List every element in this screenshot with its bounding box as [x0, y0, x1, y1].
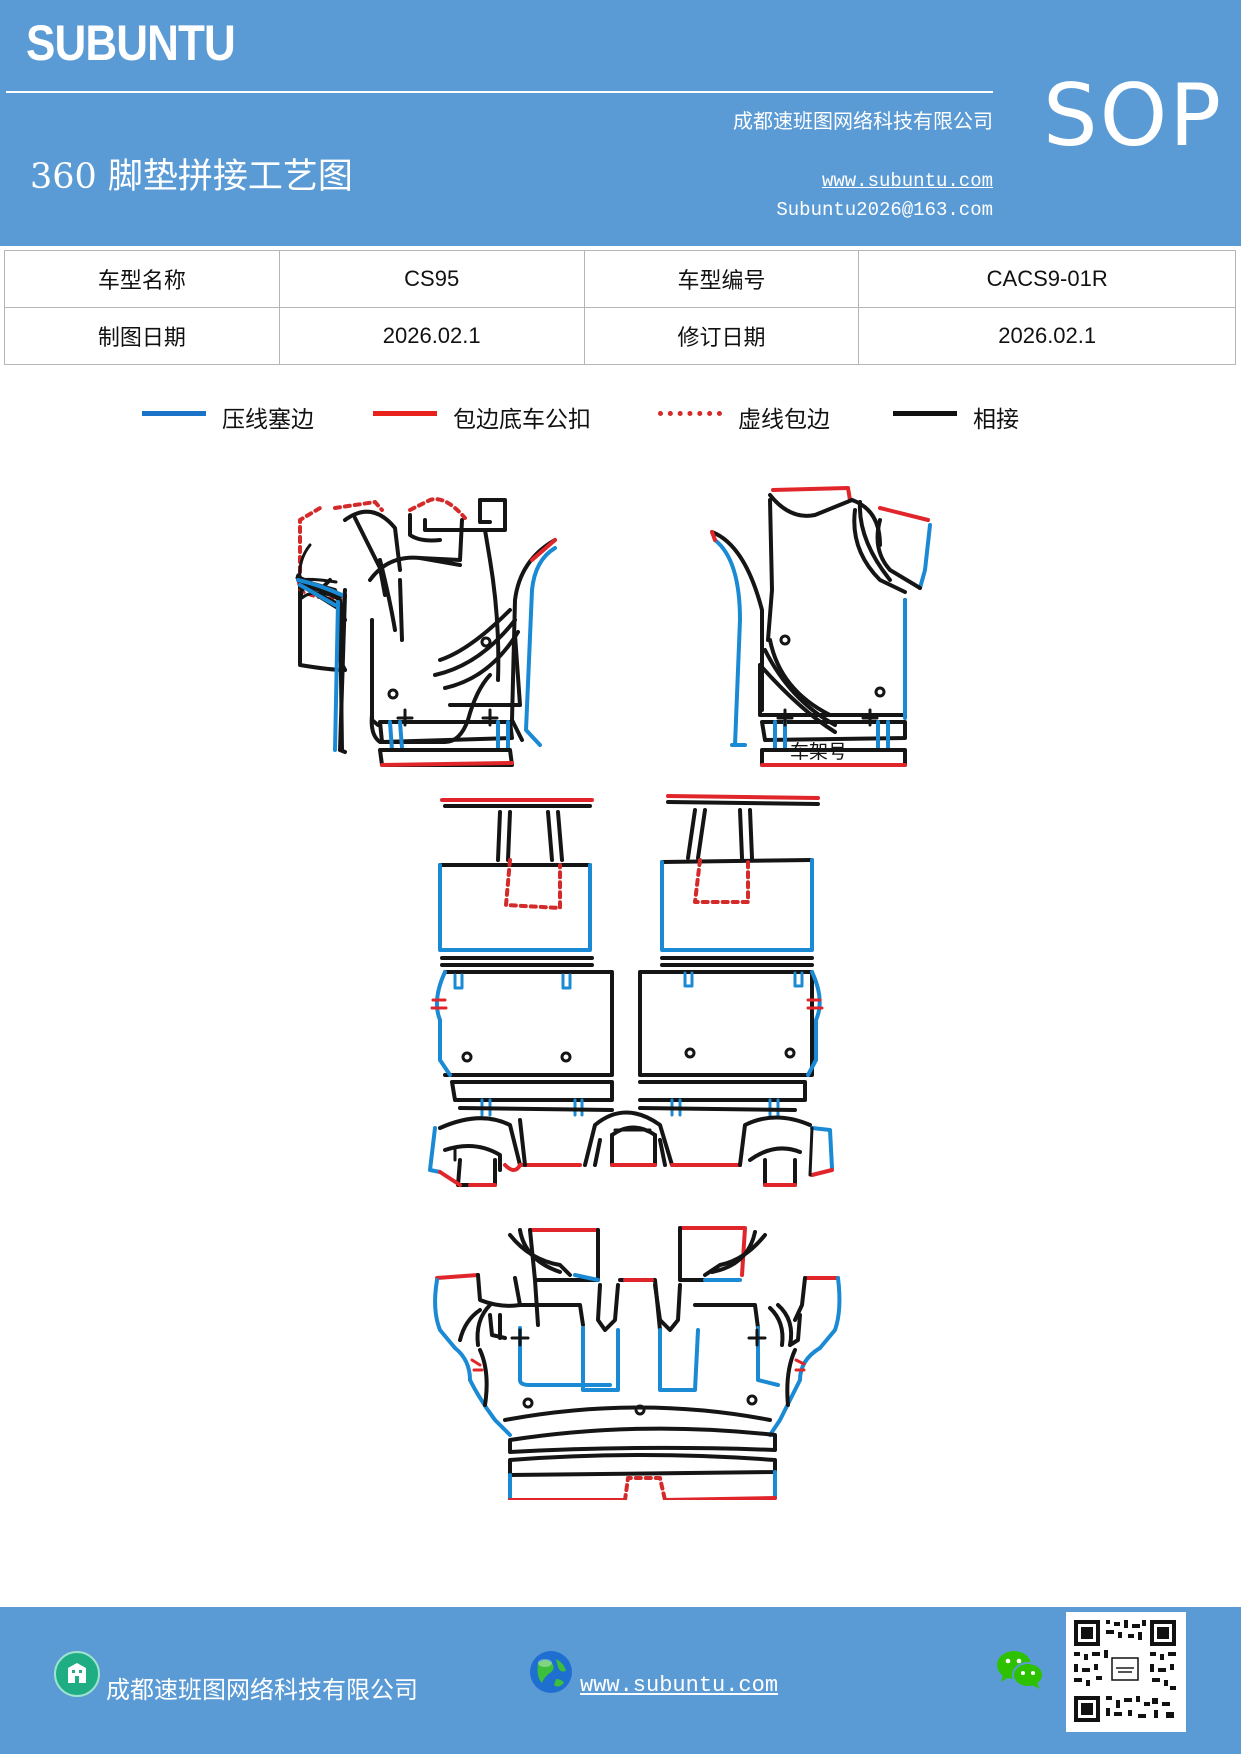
legend-swatch-red-dotted	[658, 411, 722, 416]
front-left-mat	[295, 497, 557, 767]
legend-label: 包边底车公扣	[453, 407, 591, 433]
wechat-icon	[995, 1649, 1045, 1691]
label-model-code: 车型编号	[583, 250, 860, 308]
building-icon	[54, 1651, 100, 1697]
legend-swatch-blue	[142, 411, 206, 416]
value-model-name: CS95	[278, 250, 585, 308]
line-legend: 压线塞边 包边底车公扣 虚线包边 相接	[0, 400, 1241, 440]
legend-label: 压线塞边	[222, 407, 314, 433]
value-revise-date: 2026.02.1	[858, 307, 1236, 365]
value-model-code: CACS9-01R	[858, 250, 1236, 308]
label-revise-date: 修订日期	[583, 307, 860, 365]
legend-swatch-black	[893, 411, 957, 416]
brand-logo: SUBUNTU	[26, 15, 236, 71]
header-divider	[6, 91, 993, 93]
rear-row-mat	[433, 1226, 842, 1500]
table-row: 制图日期 2026.02.1 修订日期 2026.02.1	[4, 307, 1236, 365]
legend-label: 虚线包边	[738, 407, 830, 433]
floor-mat-diagram: 车架号	[295, 486, 932, 1500]
label-draw-date: 制图日期	[4, 307, 280, 365]
front-right-mat	[710, 486, 932, 767]
value-draw-date: 2026.02.1	[278, 307, 585, 365]
sop-badge: SOP	[1043, 66, 1224, 166]
footer-company-name: 成都速班图网络科技有限公司	[106, 1676, 418, 1704]
table-row: 车型名称 CS95 车型编号 CACS9-01R	[4, 250, 1236, 308]
header-website-link[interactable]: www.subuntu.com	[821, 170, 993, 192]
page-title: 360 脚垫拼接工艺图	[30, 157, 353, 197]
footer-website-link[interactable]: www.subuntu.com	[580, 1673, 779, 1698]
middle-row-mats	[428, 794, 834, 1187]
frame-number-label: 车架号	[790, 741, 847, 763]
label-model-name: 车型名称	[4, 250, 280, 308]
vehicle-info-table: 车型名称 CS95 车型编号 CACS9-01R 制图日期 2026.02.1 …	[4, 250, 1236, 365]
legend-swatch-red	[373, 411, 437, 416]
header-company-name: 成都速班图网络科技有限公司	[733, 109, 993, 133]
header-email: Subuntu2026@163.com	[776, 199, 993, 221]
globe-icon	[528, 1649, 574, 1695]
header: SUBUNTU 成都速班图网络科技有限公司 360 脚垫拼接工艺图 www.su…	[0, 0, 1241, 246]
legend-label: 相接	[973, 407, 1019, 433]
wechat-qr-code[interactable]	[1066, 1612, 1186, 1732]
footer: 成都速班图网络科技有限公司 www.subuntu.com	[0, 1607, 1241, 1754]
